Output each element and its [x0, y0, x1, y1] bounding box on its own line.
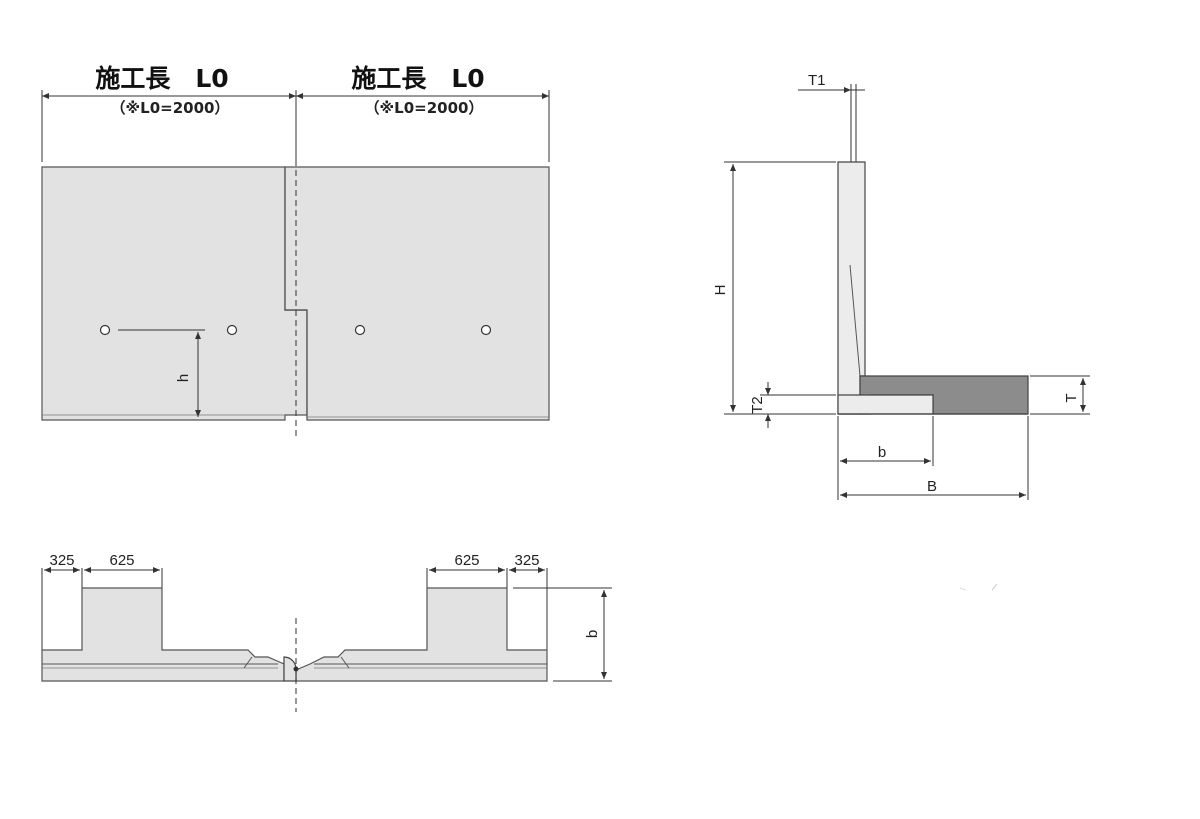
front-view: 施工長 L0 （※L0=2000） 施工長 L0 （※L0=2000）	[41, 64, 550, 437]
section-h-label: H	[712, 285, 729, 296]
plan-left-body	[41, 587, 285, 682]
section-b-label: b	[878, 444, 886, 461]
plan-dim-325-right: 325	[514, 552, 539, 569]
front-hole-2	[226, 324, 238, 336]
front-h-dimension: h	[118, 329, 205, 417]
front-h-label: h	[175, 374, 192, 382]
section-t-label: T	[1063, 393, 1080, 402]
front-hole-1	[99, 324, 111, 336]
front-hole-4	[480, 324, 492, 336]
plan-dim-625-left: 625	[109, 552, 134, 569]
front-right-title: 施工長 L0	[351, 64, 484, 93]
section-t-dimension: T	[1030, 375, 1090, 415]
plan-dim-325-left: 325	[49, 552, 74, 569]
front-right-panel	[284, 166, 550, 421]
front-right-subtitle: （※L0=2000）	[365, 99, 484, 117]
section-h-dimension: H	[712, 161, 836, 415]
section-base-lower	[837, 394, 934, 415]
section-t2-label: T2	[749, 396, 766, 414]
plan-b-label: b	[584, 630, 601, 638]
section-bb-label: B	[927, 478, 937, 495]
front-length-dimension	[41, 90, 550, 162]
section-t1-label: T1	[808, 72, 826, 89]
section-view: T1 H T2 T	[712, 72, 1090, 500]
plan-right-body	[295, 587, 548, 682]
front-left-subtitle: （※L0=2000）	[111, 99, 230, 117]
plan-dim-625-right: 625	[454, 552, 479, 569]
front-hole-3	[354, 324, 366, 336]
plan-view: 325 625 625 325	[41, 552, 612, 712]
section-bb-dimension: B	[840, 416, 1029, 500]
front-left-title: 施工長 L0	[95, 64, 228, 93]
plan-b-dimension: b	[513, 587, 612, 682]
section-t2-dimension: T2	[749, 382, 836, 428]
section-t1-dimension: T1	[798, 72, 865, 162]
section-b-dimension: b	[837, 416, 934, 500]
